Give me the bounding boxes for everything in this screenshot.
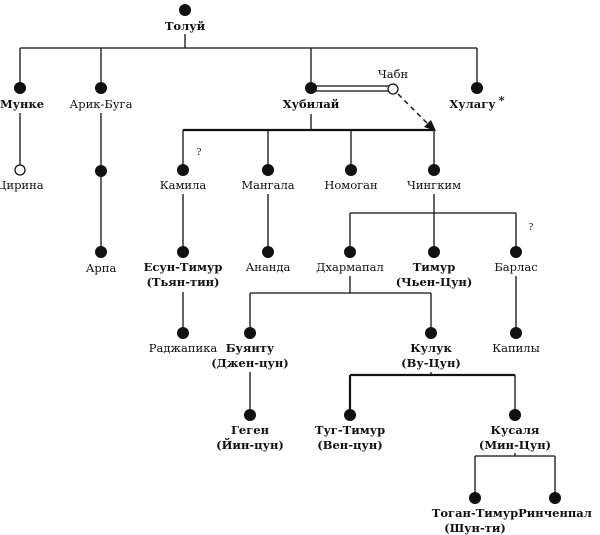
node-marker-buyantu [244, 327, 256, 339]
node-label-kamila: Камила [160, 178, 207, 192]
node-marker-munke [14, 82, 26, 94]
node-marker-kamila [177, 164, 189, 176]
node-label-chingkim: Чингким [407, 178, 461, 192]
node-label-esun-timur-title: (Тьян-тин) [146, 275, 219, 289]
node-marker-barlas [510, 246, 522, 258]
node-label-kapily: Капилы [492, 341, 540, 355]
node-marker-chabi [387, 83, 399, 95]
node-marker-esun-timur [177, 246, 189, 258]
node-marker-ananda [262, 246, 274, 258]
node-label-timur: Тимур [413, 260, 455, 274]
markers [14, 4, 561, 504]
node-marker-chingkim [428, 164, 440, 176]
node-label-arpa: Арпа [86, 261, 117, 275]
node-marker-timur [428, 246, 440, 258]
node-marker-kusalya [509, 409, 521, 421]
node-label-khulagu-asterisk: * [499, 93, 505, 107]
node-label-arik-buga: Арик-Буга [70, 97, 133, 111]
node-marker-khulagu [471, 82, 483, 94]
uncertain-mark-kamila: ? [197, 146, 202, 158]
node-label-munke: Мунке [0, 97, 44, 111]
node-label-chabi: Чабн [378, 67, 409, 81]
node-marker-khubilay [305, 82, 317, 94]
node-label-rinchenpal: Ринченпал [518, 506, 592, 520]
node-label-tug-timur: Туг-Тимур [315, 423, 385, 437]
node-label-toluy: Толуй [165, 19, 206, 33]
node-marker-toluy [179, 4, 191, 16]
node-label-buyantu: Буянту [226, 341, 275, 355]
node-marker-mangala [262, 164, 274, 176]
labels: Толуй Мунке Арик-Буга Хубилай Чабн Хулаг… [0, 19, 592, 535]
node-marker-dharmapal [344, 246, 356, 258]
node-label-kusalya: Кусаля [491, 423, 540, 437]
edges [19, 34, 556, 498]
node-marker-tsirina [14, 164, 26, 176]
node-label-dharmapal: Дхармапал [316, 260, 384, 274]
node-marker-kuluk [425, 327, 437, 339]
node-marker-arpa [95, 246, 107, 258]
node-label-kusalya-title: (Мин-Цун) [479, 438, 551, 452]
node-label-timur-title: (Чьен-Цун) [396, 275, 473, 289]
node-label-esun-timur: Есун-Тимур [144, 260, 223, 274]
uncertain-mark-barlas: ? [529, 221, 534, 233]
node-marker-gegen [244, 409, 256, 421]
node-label-togan-timur: Тоган-Тимур [432, 506, 518, 520]
edge-chabi-arrow [397, 93, 429, 125]
node-label-mangala: Мангала [241, 178, 294, 192]
node-marker-togan-timur [469, 492, 481, 504]
node-label-barlas: Барлас [494, 260, 537, 274]
node-label-gegen-title: (Йин-цун) [216, 437, 284, 452]
node-marker-kapily [510, 327, 522, 339]
node-marker-arik-buga-son [95, 165, 107, 177]
node-label-khubilay: Хубилай [283, 97, 340, 111]
node-label-ananda: Ананда [246, 260, 291, 274]
node-marker-arik-buga [95, 82, 107, 94]
arrowhead-icon [424, 120, 436, 131]
node-marker-tug-timur [344, 409, 356, 421]
node-label-nomogon: Номоган [324, 178, 378, 192]
node-label-khulagu: Хулагу* [449, 93, 504, 111]
node-label-tsirina: Цирина [0, 178, 44, 192]
node-label-khulagu-name: Хулагу [449, 97, 496, 111]
node-label-gegen: Геген [231, 423, 270, 437]
node-marker-rinchenpal [549, 492, 561, 504]
node-label-tug-timur-title: (Вен-цун) [317, 438, 382, 452]
node-label-kuluk: Кулук [410, 341, 452, 355]
node-label-kuluk-title: (Ву-Цун) [401, 356, 461, 370]
node-marker-nomogon [345, 164, 357, 176]
node-label-buyantu-title: (Джен-цун) [211, 356, 289, 370]
node-marker-radzhapika [177, 327, 189, 339]
node-label-togan-timur-title: (Шун-ти) [444, 521, 506, 535]
node-label-radzhapika: Раджапика [149, 341, 218, 355]
